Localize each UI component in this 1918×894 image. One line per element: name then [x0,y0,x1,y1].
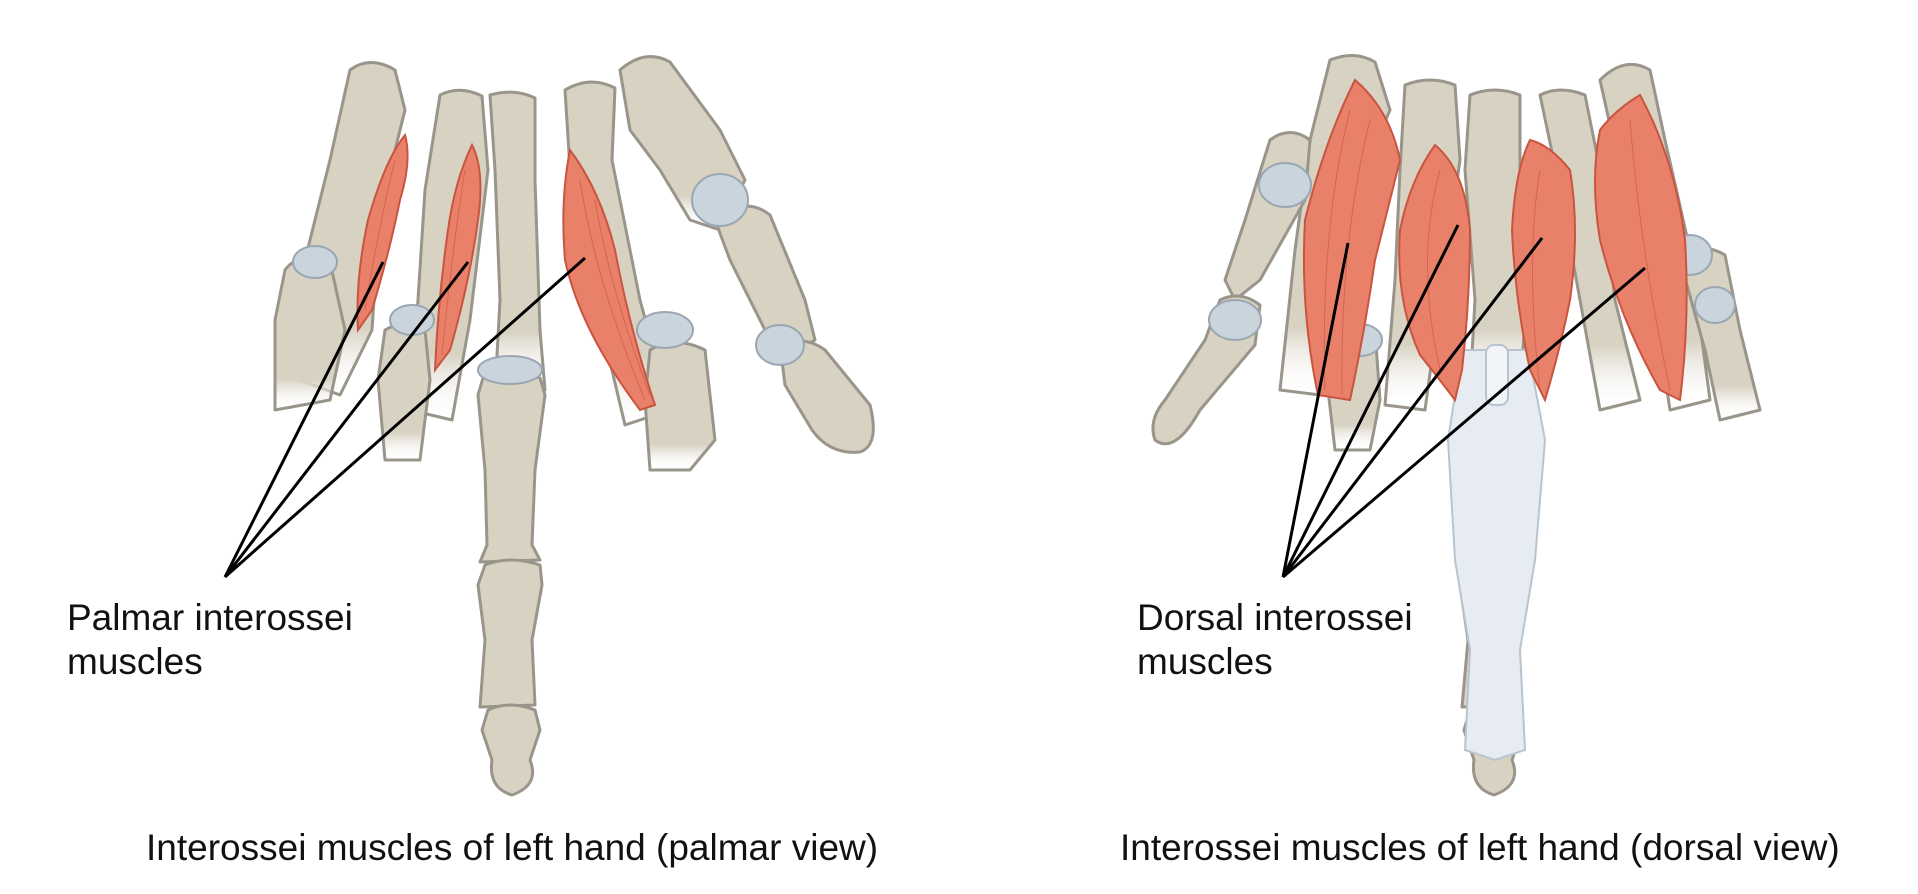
palmar-middle-phalanx [476,558,544,709]
palmar-label-line2: muscles [67,641,203,682]
palmar-joints [292,173,805,385]
palmar-joint [691,173,749,227]
dorsal-leader-line [1281,224,1460,578]
palmar-leader-line [223,261,470,578]
dorsal-leader-lines [1281,224,1646,579]
dorsal-leader-line [1281,242,1350,578]
palmar-interossei-label: Palmar interossei muscles [67,596,353,684]
dorsal-joint [1258,162,1312,208]
dorsal-joint [1208,299,1262,341]
palmar-joint [389,304,435,336]
palmar-joint [636,311,694,349]
dorsal-joint [1694,286,1736,324]
palmar-joint [477,355,543,385]
palmar-view-caption: Interossei muscles of left hand (palmar … [146,827,879,868]
dorsal-leader-line [1281,237,1544,578]
dorsal-extensor-tendon [1446,349,1547,762]
palmar-label-line1: Palmar interossei [67,597,353,638]
dorsal-interossei-label: Dorsal interossei muscles [1137,596,1413,684]
palmar-distal-phalanx [480,703,542,797]
dorsal-view-caption: Interossei muscles of left hand (dorsal … [1120,827,1840,868]
dorsal-label-line2: muscles [1137,641,1273,682]
palmar-leader-line [224,256,586,579]
palmar-leader-line [223,261,385,578]
palmar-little-finger-tip [778,339,875,454]
palmar-joint [292,245,338,279]
palmar-finger-stub-right [643,341,717,472]
dorsal-leader-line [1282,266,1646,579]
dorsal-interosseous-muscle-3 [1510,138,1576,403]
dorsal-interosseous-muscle-1 [1302,78,1402,402]
palmar-metacarpal-3 [488,90,547,394]
palmar-proximal-phalanx [476,370,547,564]
palmar-joint [755,324,805,366]
dorsal-label-line1: Dorsal interossei [1137,597,1413,638]
palmar-muscle-fibers [364,159,651,401]
dorsal-interosseous-muscle-4 [1594,93,1688,402]
palmar-leader-lines [223,256,586,579]
